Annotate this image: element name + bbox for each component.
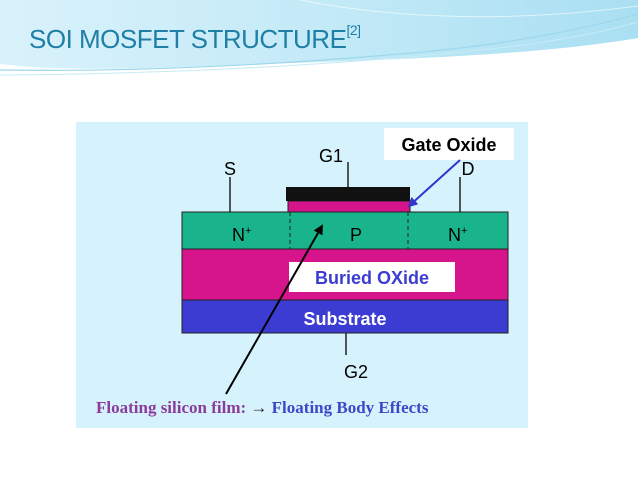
caption-floating-film: Floating silicon film:: [96, 398, 247, 417]
gate-oxide: [287, 200, 411, 213]
source-label: S: [224, 159, 236, 179]
gate-oxide-callout-arrow: [407, 159, 461, 208]
n-plus-right-label: N+: [448, 225, 467, 245]
drain-label: D: [462, 159, 475, 179]
diagram-caption: Floating silicon film: → Floating Body E…: [96, 398, 428, 418]
slide-title: SOI MOSFET STRUCTURE[2]: [29, 22, 361, 55]
gate-metal: [286, 187, 410, 201]
gate-oxide-callout-box: [384, 128, 514, 160]
gate-oxide-callout-label: Gate Oxide: [401, 135, 496, 155]
caption-arrow-icon: →: [250, 398, 268, 417]
substrate-layer: [181, 299, 509, 334]
soi-mosfet-diagram: Substrate Buried OXide N+ P N+ S G1 D G2…: [181, 128, 514, 395]
n-plus-left-label: N+: [232, 225, 251, 245]
n-right-text: N: [448, 225, 461, 245]
buried-oxide-label-box: [289, 262, 455, 292]
slide-title-reference: [2]: [346, 22, 361, 38]
slide-title-text: SOI MOSFET STRUCTURE: [29, 24, 347, 54]
header-decoration: [0, 0, 638, 76]
n-right-sup: +: [461, 225, 467, 237]
gate2-label: G2: [344, 362, 368, 382]
n-left-sup: +: [245, 225, 251, 237]
substrate-label: Substrate: [303, 309, 386, 329]
caption-floating-body-effects: Floating Body Effects: [271, 398, 429, 417]
silicon-film-layer: [181, 211, 509, 250]
n-left-text: N: [232, 225, 245, 245]
gate1-label: G1: [319, 146, 343, 166]
floating-film-arrow: [225, 224, 323, 395]
p-body-label: P: [350, 225, 362, 245]
buried-oxide-label: Buried OXide: [315, 268, 429, 288]
